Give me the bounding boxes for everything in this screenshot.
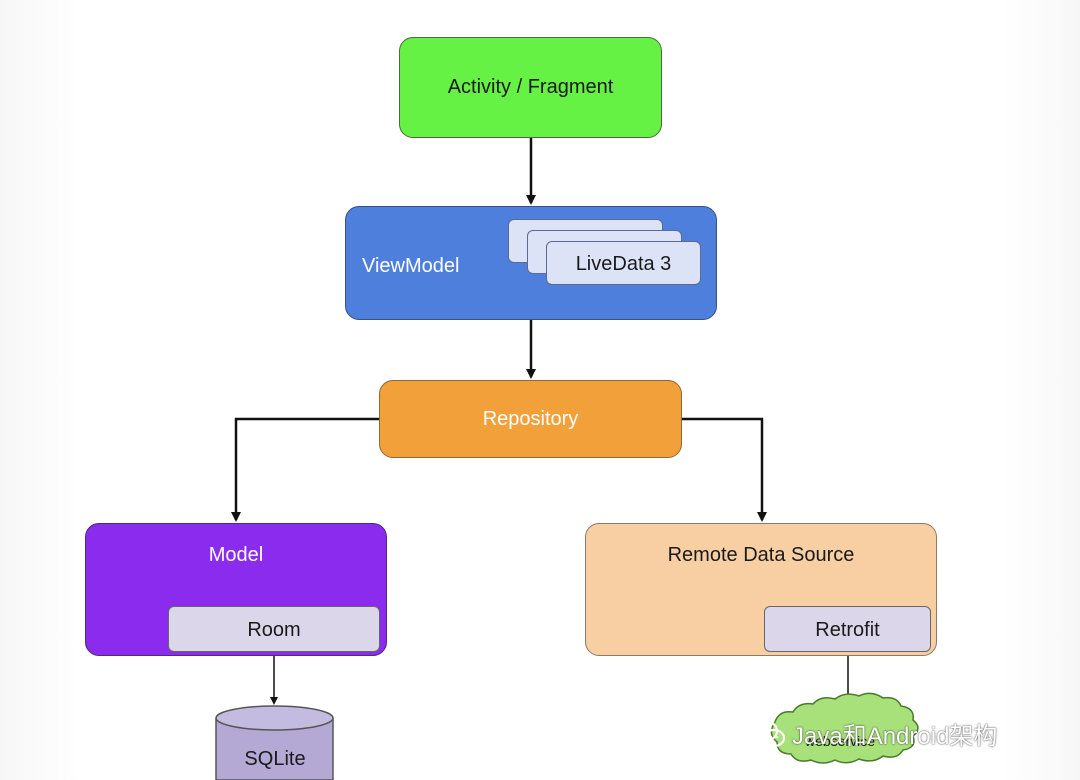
viewmodel-label: ViewModel: [362, 255, 460, 277]
activity-fragment-box: Activity / Fragment: [399, 37, 662, 138]
livedata-card-front: LiveData 3: [546, 241, 701, 285]
watermark-text: Java和Android架构: [792, 723, 998, 750]
watermark: Java和Android架构: [752, 716, 997, 751]
wechat-icon: [752, 719, 786, 747]
retrofit-label: Retrofit: [815, 619, 880, 641]
remote-data-source-label: Remote Data Source: [667, 544, 855, 566]
room-box: Room: [168, 606, 380, 652]
room-label: Room: [247, 619, 301, 641]
remote-data-source-box: Remote Data Source: [585, 523, 937, 656]
model-label: Model: [208, 544, 264, 566]
sqlite-label: SQLite: [244, 748, 306, 770]
page-margin-left: [0, 0, 82, 780]
livedata-label: LiveData 3: [575, 253, 672, 275]
retrofit-box: Retrofit: [764, 606, 931, 652]
page-margin-right: [1000, 0, 1080, 780]
repository-label: Repository: [482, 408, 579, 430]
repository-box: Repository: [379, 380, 682, 458]
webservice-label: webservice: [804, 733, 876, 749]
activity-fragment-label: Activity / Fragment: [447, 76, 614, 98]
